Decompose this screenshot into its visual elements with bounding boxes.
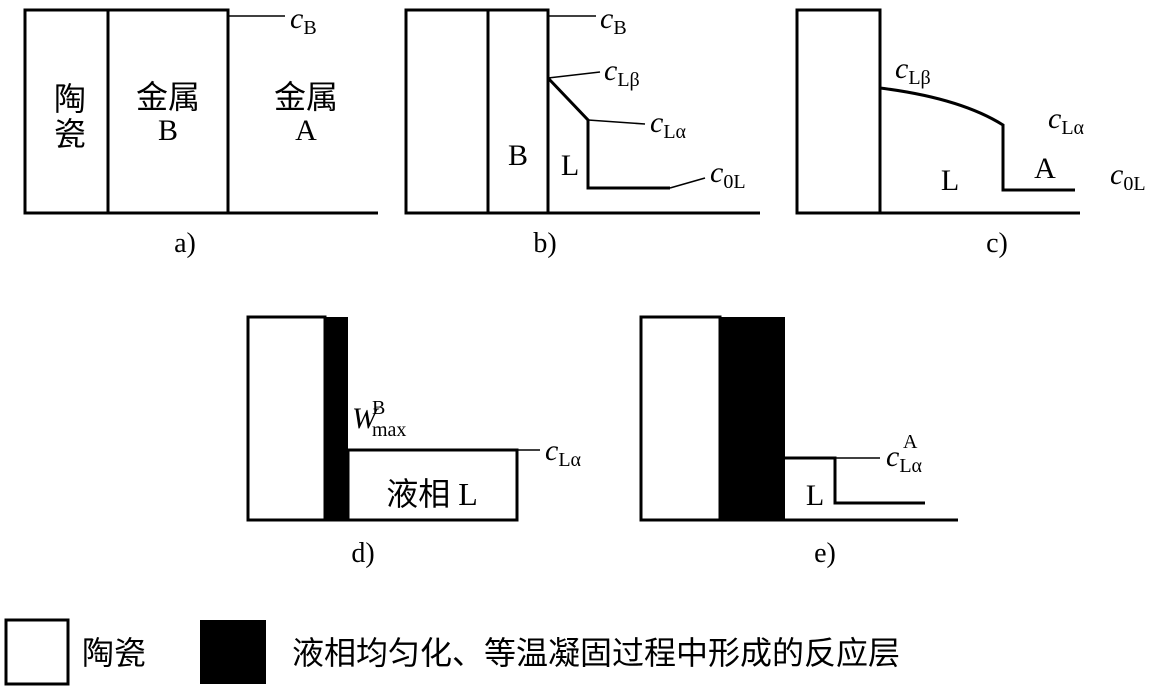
leader-cla (587, 119, 646, 125)
reaction-layer (720, 317, 785, 520)
metal-b-letter: B (158, 114, 178, 147)
caption-d: d) (351, 538, 374, 569)
metal-a-label: 金属 (274, 79, 338, 115)
panel-b: B L cB cLβ cLα c0L b) (404, 2, 760, 259)
legend-reaction-layer-label: 液相均匀化、等温凝固过程中形成的反应层 (292, 635, 900, 671)
label-cla: cLα (545, 434, 582, 471)
label-wmax-sub: max (372, 419, 406, 441)
ceramic-label-1: 陶 (54, 81, 86, 117)
region-a-label: A (1034, 152, 1056, 185)
label-cla: cLα (1048, 102, 1085, 139)
label-clb: cLβ (895, 52, 931, 89)
region-l-label: L (806, 479, 824, 512)
label-cb: cB (600, 2, 627, 39)
concentration-profile (546, 76, 670, 190)
panel-a: 陶 瓷 金属 B 金属 A cB a) (23, 2, 378, 259)
leader-clb (547, 71, 601, 79)
liquid-label: 液相 L (386, 476, 478, 512)
legend: 陶瓷 液相均匀化、等温凝固过程中形成的反应层 (4, 618, 900, 686)
caption-c: c) (986, 228, 1008, 259)
label-cb: cB (290, 2, 317, 39)
ceramic-block (795, 8, 882, 215)
ceramic-label-backing (50, 80, 90, 175)
label-cla: cLα (650, 106, 687, 143)
region-b-label: B (508, 139, 528, 172)
region-l-label: L (561, 149, 579, 182)
caption-a: a) (174, 228, 196, 259)
ceramic-block (404, 8, 490, 215)
panel-c: cLβ cLα c0L L A c) (795, 8, 1146, 259)
legend-reaction-layer-swatch (200, 620, 266, 684)
legend-ceramic-label: 陶瓷 (82, 635, 146, 671)
concentration-profile (879, 86, 1075, 192)
label-c0l: c0L (710, 156, 746, 193)
metal-b-label: 金属 (136, 79, 200, 115)
region-l-label: L (941, 164, 959, 197)
leader-c0l (669, 177, 706, 189)
label-wmax-sup: B (372, 397, 385, 419)
label-wmax: W (352, 402, 380, 435)
caption-b: b) (533, 228, 556, 259)
label-cla-sup: A (903, 431, 918, 453)
label-c0l: c0L (1110, 158, 1146, 195)
metal-a-letter: A (295, 114, 317, 147)
reaction-layer (325, 317, 348, 520)
concentration-profile (785, 456, 925, 505)
ceramic-label-2: 瓷 (54, 116, 86, 152)
ceramic-block (639, 315, 722, 522)
caption-e: e) (814, 538, 836, 569)
panel-e: L cLα A e) (639, 315, 958, 569)
panel-d: W B max 液相 L cLα d) (246, 315, 582, 569)
label-clb: cLβ (604, 54, 640, 91)
legend-ceramic-swatch (4, 618, 70, 686)
metal-b-block (486, 8, 550, 215)
label-cla: cLα (886, 440, 923, 477)
ceramic-block (246, 315, 327, 522)
